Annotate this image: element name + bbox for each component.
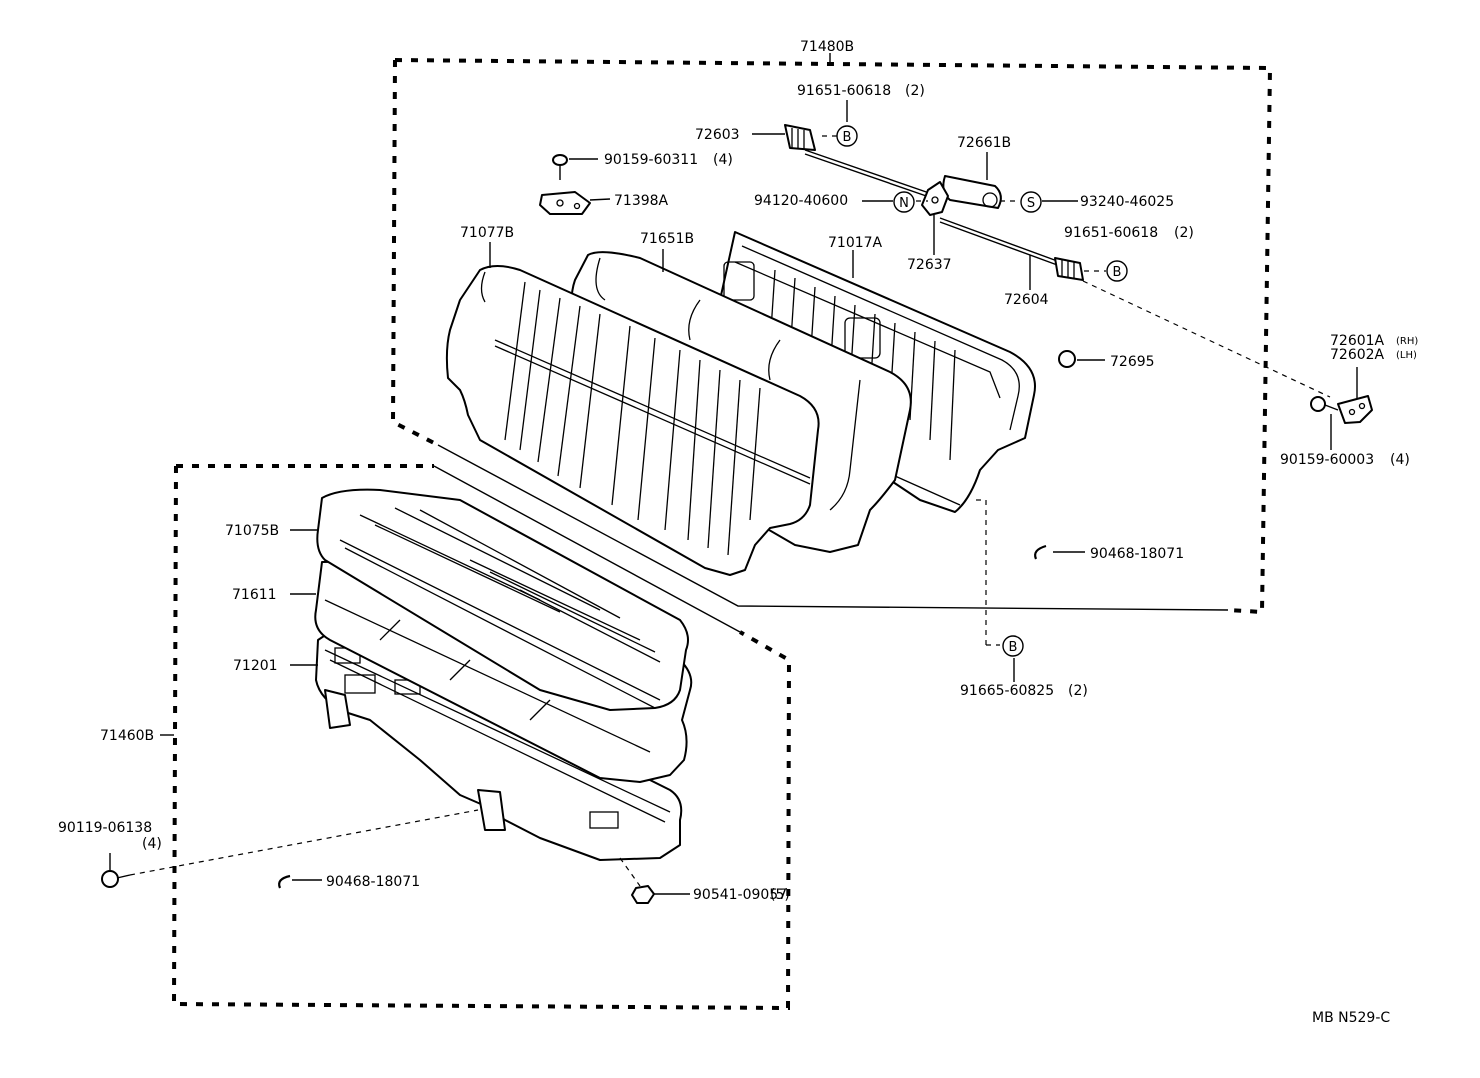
label-90159-60003-qty: (4) (1390, 452, 1410, 468)
label-90119: 90119-06138 (58, 820, 152, 836)
symbol-s: S (1020, 191, 1042, 213)
clip-72695 (1058, 350, 1076, 368)
cushion-group-boundary (171, 464, 792, 1011)
cover-pleats (504, 281, 761, 556)
label-90541: 90541-09057 (693, 887, 787, 903)
clip-90468-left (278, 874, 291, 889)
label-91651-mid: 91651-60618 (1064, 225, 1158, 241)
lever-72637 (921, 181, 949, 216)
clip-90468-right (1034, 544, 1047, 560)
label-91651-top: 91651-60618 (797, 83, 891, 99)
label-72602A-side: (LH) (1396, 350, 1417, 361)
symbol-b-bottom: B (1002, 635, 1024, 657)
label-90541-qty: (5) (770, 887, 790, 903)
bolt-90159-60003 (1310, 396, 1339, 412)
label-90468-right: 90468-18071 (1090, 546, 1184, 562)
label-91665: 91665-60825 (960, 683, 1054, 699)
label-94120: 94120-40600 (754, 193, 848, 209)
part-labels: 71480B 91651-60618 (2) 72603 90159-60311… (58, 39, 1418, 1026)
label-90159-60003: 90159-60003 (1280, 452, 1374, 468)
symbol-n: N (893, 191, 915, 213)
svg-text:B: B (1009, 640, 1018, 655)
label-91651-top-qty: (2) (905, 83, 925, 99)
label-72601A-side: (RH) (1396, 336, 1418, 347)
label-72604: 72604 (1004, 292, 1049, 308)
symbol-b-mid: B (1106, 260, 1128, 282)
label-71611: 71611 (232, 587, 277, 603)
label-72602A: 72602A (1330, 347, 1385, 363)
label-72601A: 72601A (1330, 333, 1385, 349)
label-72603: 72603 (695, 127, 740, 143)
label-91651-mid-qty: (2) (1174, 225, 1194, 241)
label-71077B: 71077B (460, 225, 514, 241)
cushion-frame (315, 631, 683, 861)
svg-text:N: N (899, 196, 909, 211)
label-71651B: 71651B (640, 231, 694, 247)
label-71017A: 71017A (828, 235, 883, 251)
screw-90159-60311 (552, 154, 568, 180)
label-93240: 93240-46025 (1080, 194, 1174, 210)
label-90119-qty: (4) (142, 836, 162, 852)
cushion-pad (314, 559, 693, 783)
lock-72661B (942, 175, 1002, 209)
symbol-b-top: B (836, 125, 858, 147)
label-71460B: 71460B (100, 728, 154, 744)
label-72661B: 72661B (957, 135, 1011, 151)
label-71398A: 71398A (614, 193, 669, 209)
nut-90541 (631, 885, 655, 904)
cushion-cover-stripes (359, 507, 661, 663)
cushion-cover (316, 488, 689, 711)
label-72695: 72695 (1110, 354, 1155, 370)
hinge-cover (539, 191, 591, 215)
label-90159-60311: 90159-60311 (604, 152, 698, 168)
bolt-90119-06138 (101, 870, 131, 888)
label-71480B: 71480B (800, 39, 854, 55)
label-72637: 72637 (907, 257, 952, 273)
label-90468-left: 90468-18071 (326, 874, 420, 890)
label-71201: 71201 (233, 658, 278, 674)
figure-code: MB N529-C (1312, 1010, 1390, 1026)
label-71075B: 71075B (225, 523, 279, 539)
hinge-72601A-72602A (1337, 395, 1373, 424)
spring-72604 (939, 217, 1084, 281)
svg-text:S: S (1027, 196, 1035, 211)
svg-text:B: B (843, 130, 852, 145)
label-91665-qty: (2) (1068, 683, 1088, 699)
seatback-cover (445, 265, 820, 576)
svg-text:B: B (1113, 265, 1122, 280)
spring-72603 (784, 124, 936, 200)
seatback-group-boundary (390, 58, 1273, 615)
leader-lines (109, 53, 1358, 895)
label-90159-60311-qty: (4) (713, 152, 733, 168)
